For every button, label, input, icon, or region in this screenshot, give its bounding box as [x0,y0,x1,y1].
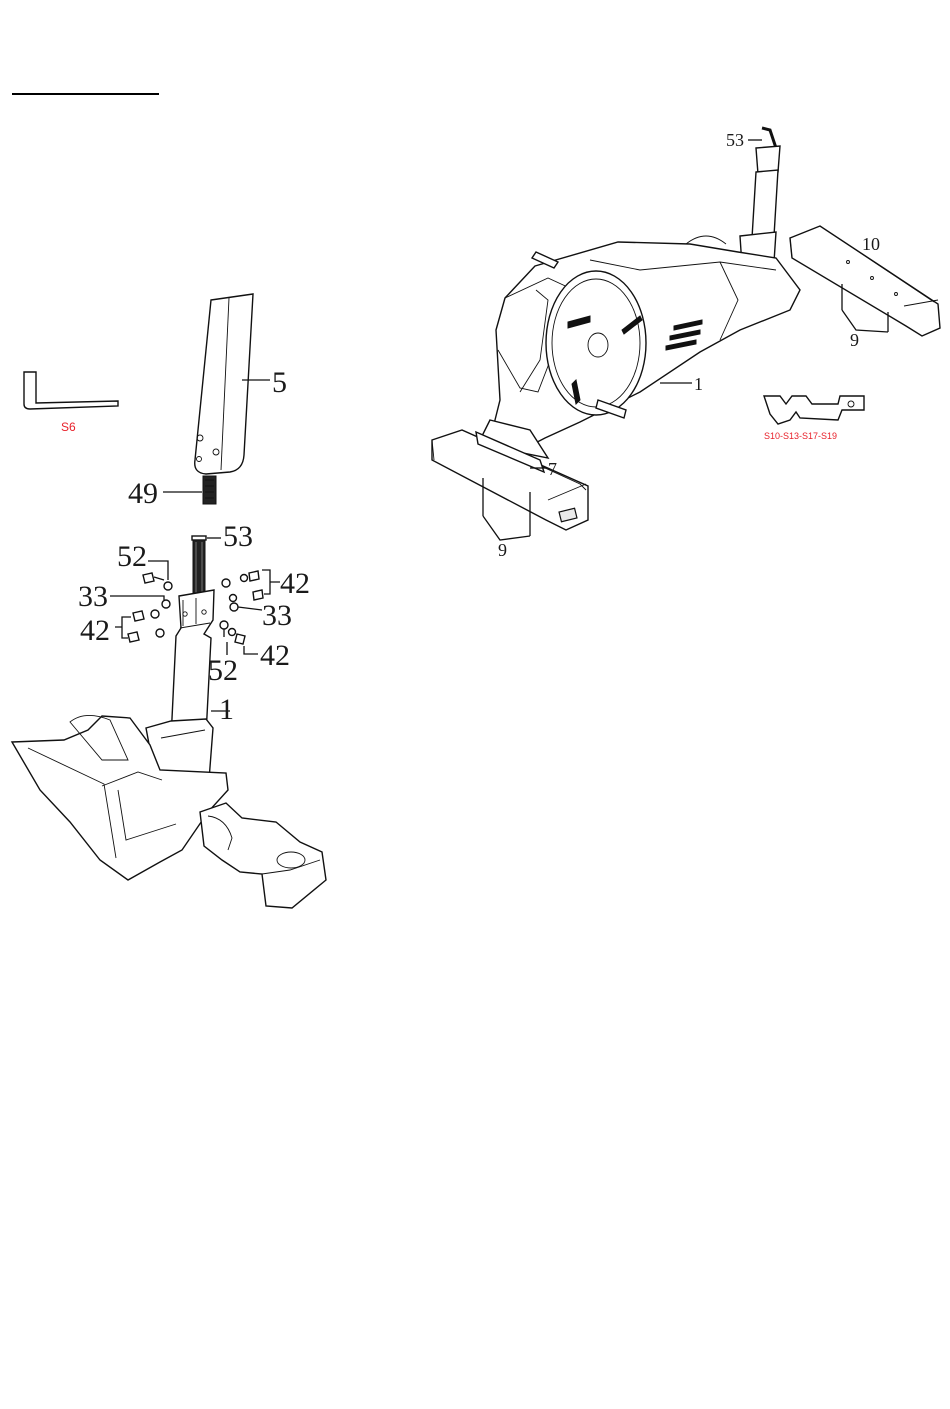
leader-33-left [110,596,164,600]
label-53-right: 53 [726,130,744,150]
leader-33-right [238,607,262,610]
label-53: 53 [223,520,253,553]
label-5: 5 [272,366,287,399]
leader-42-upper [262,570,280,594]
upright-column-right [740,170,778,266]
label-33-right: 33 [262,599,292,632]
wrench-icon [764,396,864,424]
allen-key-label: S6 [61,420,76,434]
label-52-lower: 52 [208,654,238,687]
main-frame-right [478,236,800,458]
label-49: 49 [128,477,158,510]
sensor-wire-53 [192,536,206,598]
sensor-wire-53-right [756,128,780,174]
handlebar-post [195,294,253,474]
label-52-upper: 52 [117,540,147,573]
leader-42-lower [244,646,258,654]
label-1-left: 1 [219,693,234,726]
label-33-left: 33 [78,580,108,613]
label-42-lower: 42 [260,639,290,672]
label-9-rear: 9 [850,330,859,350]
label-9-front: 9 [498,540,507,560]
label-10: 10 [862,234,880,254]
cable-49 [203,476,216,504]
main-frame-left [12,715,326,908]
wrench-label: S10-S13-S17-S19 [764,431,837,441]
allen-key-icon [24,372,118,409]
label-1-right: 1 [694,374,703,394]
label-42-upper: 42 [280,567,310,600]
label-7: 7 [548,459,557,479]
label-42-left: 42 [80,614,110,647]
